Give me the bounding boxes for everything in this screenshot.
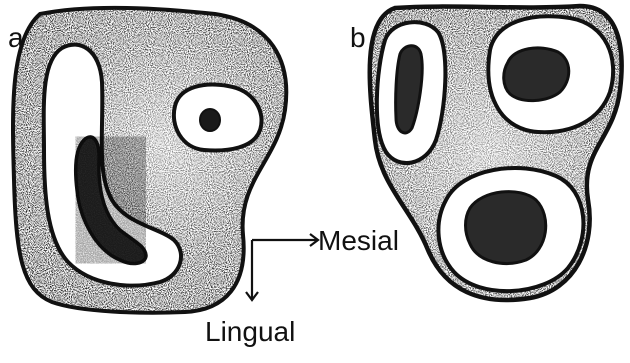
mesial-label: Mesial	[318, 227, 399, 255]
tooth-a-root-pulp	[200, 109, 220, 131]
lingual-label: Lingual	[205, 318, 295, 346]
panel-label-a: a	[8, 24, 24, 52]
orientation-arrows	[246, 234, 318, 300]
tooth-a	[0, 0, 300, 320]
lingual-arrow	[246, 240, 258, 300]
tooth-b-pulp-lower	[466, 192, 546, 264]
tooth-b-pulp-upper	[504, 48, 569, 101]
panel-label-b: b	[350, 24, 366, 52]
tooth-b	[350, 0, 630, 310]
mesial-arrow	[252, 234, 318, 246]
